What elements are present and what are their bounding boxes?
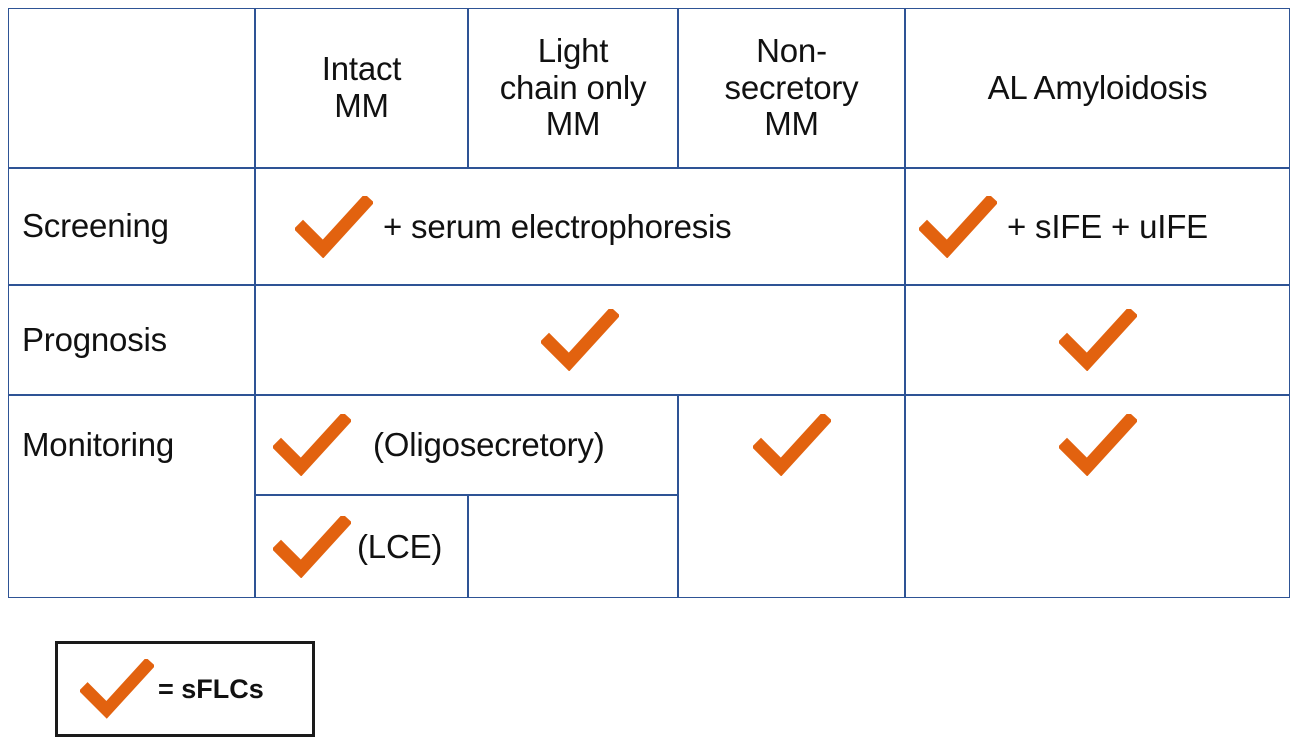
- column-header-al-amyloidosis: AL Amyloidosis: [987, 68, 1208, 106]
- cell-prognosis-merged: [255, 285, 905, 395]
- row-label-screening: Screening: [22, 207, 169, 245]
- cell-monitoring-oligosecretory: (Oligosecretory): [255, 395, 678, 495]
- check-icon: [919, 195, 997, 258]
- cell-monitoring-amyloidosis: [905, 395, 1290, 495]
- sflc-indications-table: Intact MM Light chain only MM Non- secre…: [8, 8, 1290, 598]
- check-icon: [273, 414, 351, 476]
- cell-monitoring-lce: (LCE): [255, 495, 468, 598]
- cell-screening-amyloidosis-label: + sIFE + uIFE: [1007, 207, 1208, 245]
- check-icon: [1058, 414, 1137, 476]
- cell-screening-amyloidosis: + sIFE + uIFE: [905, 168, 1290, 285]
- column-header-non-secretory-mm: Non- secretory MM: [724, 31, 859, 143]
- cell-monitoring-oligosecretory-label: (Oligosecretory): [373, 426, 605, 463]
- column-header-intact-mm: Intact MM: [321, 50, 402, 124]
- check-icon: [295, 195, 373, 258]
- cell-screening-merged-label: + serum electrophoresis: [383, 207, 732, 245]
- cell-border-corner-header: [8, 8, 255, 168]
- check-icon: [1058, 309, 1137, 371]
- cell-monitoring-lce-label: (LCE): [357, 527, 443, 565]
- column-header-light-chain-only-mm: Light chain only MM: [499, 31, 647, 143]
- check-icon: [541, 309, 619, 371]
- cell-monitoring-non-secretory: [678, 395, 905, 495]
- check-icon: [80, 659, 154, 719]
- legend-box: = sFLCs: [55, 641, 315, 737]
- check-icon: [273, 515, 351, 578]
- check-icon: [752, 414, 831, 476]
- row-label-prognosis: Prognosis: [22, 320, 167, 358]
- cell-prognosis-amyloidosis: [905, 285, 1290, 395]
- legend-label: = sFLCs: [158, 673, 264, 704]
- cell-screening-merged: + serum electrophoresis: [255, 168, 905, 285]
- cell-monitoring-lightchain-empty: [468, 495, 678, 598]
- row-label-monitoring: Monitoring: [22, 425, 175, 463]
